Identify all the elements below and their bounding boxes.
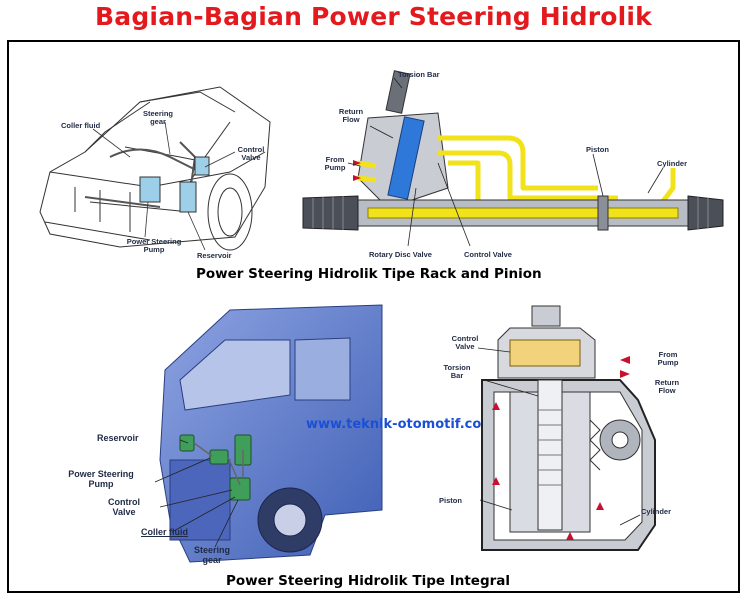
label-return-flow-rack: Return Flow [338,107,364,124]
label-reservoir-truck: Reservoir [97,433,139,443]
page-title: Bagian-Bagian Power Steering Hidrolik [95,2,652,31]
car-illustration [39,86,271,251]
label-rotary-disc-valve: Rotary Disc Valve [369,250,432,259]
diagram-frame [7,40,740,593]
label-from-pump-integral: From Pump [657,350,679,367]
label-steering-gear-truck: Steering gear [193,545,230,565]
label-control-valve-car: Control Valve [237,145,265,162]
label-torsion-bar-rack: Torsion Bar [398,70,440,79]
integral-gear-diagram [477,305,656,551]
rack-pinion-gear-diagram [302,70,724,247]
label-control-valve-truck: Control Valve [108,497,140,517]
label-from-pump-rack: From Pump [324,155,346,172]
label-control-valve-integral: Control Valve [451,334,479,351]
caption-integral: Power Steering Hidrolik Tipe Integral [226,573,511,589]
label-return-flow-integral: Return Flow [654,378,680,395]
label-power-steering-pump-truck: Power Steering Pump [68,469,134,489]
truck-illustration [154,304,383,563]
label-coller-fluid-car: Coller fluid [61,121,101,130]
label-cylinder-rack: Cylinder [657,159,688,168]
label-piston-integral: Piston [439,496,462,505]
label-steering-gear-car: Steering gear [142,109,173,126]
caption-rack-pinion: Power Steering Hidrolik Tipe Rack and Pi… [196,266,542,282]
label-coller-fluid-truck: Coller fluid [141,527,188,537]
label-reservoir-car: Reservoir [197,251,232,260]
label-power-steering-pump-car: Power Steering Pump [126,237,182,254]
watermark-text: www.teknik-otomotif.com [306,417,495,432]
label-torsion-bar-integral: Torsion Bar [443,363,471,380]
label-control-valve-rack: Control Valve [464,250,512,259]
label-piston-rack: Piston [586,145,609,154]
label-cylinder-integral: Cylinder [641,507,672,516]
